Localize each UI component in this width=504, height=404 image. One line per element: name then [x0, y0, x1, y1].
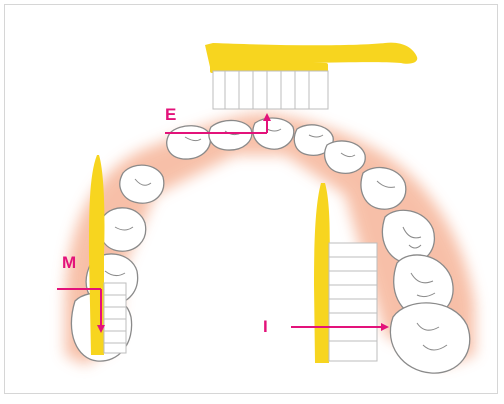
right-brush-handle	[314, 183, 330, 363]
tooth	[209, 120, 252, 150]
label-i: I	[263, 318, 268, 335]
dental-arch-diagram	[5, 5, 504, 404]
label-m: M	[62, 254, 76, 271]
diagram-frame: E M I	[4, 4, 498, 394]
tooth	[325, 141, 366, 173]
left-brush-bristles	[104, 283, 126, 353]
tooth	[390, 303, 469, 373]
label-e: E	[165, 106, 176, 123]
right-brush-bristles	[329, 243, 377, 361]
tooth	[361, 168, 406, 210]
top-brush-bristles	[213, 71, 328, 109]
toothbrush-icon	[205, 43, 417, 109]
